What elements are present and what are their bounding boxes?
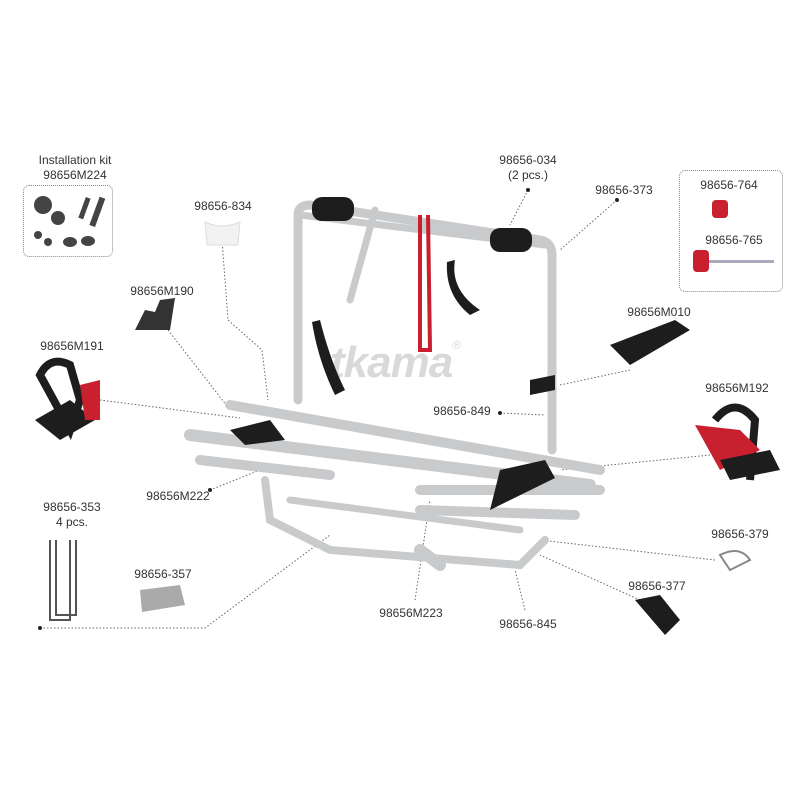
label-98656-764: 98656-764 — [700, 178, 758, 192]
label-98656-353-qty: 4 pcs. — [55, 515, 89, 529]
part-M010 — [610, 320, 690, 365]
rack-clamps — [230, 260, 555, 510]
label-98656-357: 98656-357 — [134, 567, 192, 581]
label-98656-849: 98656-849 — [433, 404, 491, 418]
label-installation-kit: Installation kit — [38, 153, 112, 167]
label-98656M191: 98656M191 — [40, 339, 104, 353]
label-98656M223: 98656M223 — [379, 606, 443, 620]
label-98656-034-qty: (2 pcs.) — [507, 168, 549, 182]
label-98656-373: 98656-373 — [595, 183, 653, 197]
label-98656M222: 98656M222 — [146, 489, 210, 503]
label-98656M192: 98656M192 — [705, 381, 769, 395]
part-764-765 — [693, 200, 774, 272]
red-strap — [418, 214, 433, 352]
label-98656-377: 98656-377 — [628, 579, 686, 593]
part-834 — [204, 221, 241, 246]
leader-lines — [40, 189, 716, 629]
part-M191 — [35, 357, 100, 440]
label-98656-834: 98656-834 — [194, 199, 252, 213]
label-98656-034: 98656-034 — [499, 153, 557, 167]
part-377 — [635, 595, 680, 635]
label-98656-353: 98656-353 — [43, 500, 101, 514]
label-98656-765: 98656-765 — [705, 233, 763, 247]
installation-kit-box — [23, 185, 113, 257]
label-98656M190: 98656M190 — [130, 284, 194, 298]
installation-kit-icons — [34, 196, 106, 247]
foam-pads — [312, 197, 532, 252]
label-98656-845: 98656-845 — [499, 617, 557, 631]
tkama-watermark: tkama® — [330, 338, 461, 387]
leader-dots — [38, 188, 619, 630]
part-379 — [718, 550, 752, 572]
part-M190 — [135, 298, 175, 330]
label-98656M224: 98656M224 — [43, 168, 107, 182]
part-M192 — [695, 403, 780, 481]
label-98656-379: 98656-379 — [711, 527, 769, 541]
part-357 — [140, 585, 185, 612]
knob-kit-box — [679, 170, 783, 292]
part-353 — [49, 540, 77, 621]
label-98656M010: 98656M010 — [627, 305, 691, 319]
